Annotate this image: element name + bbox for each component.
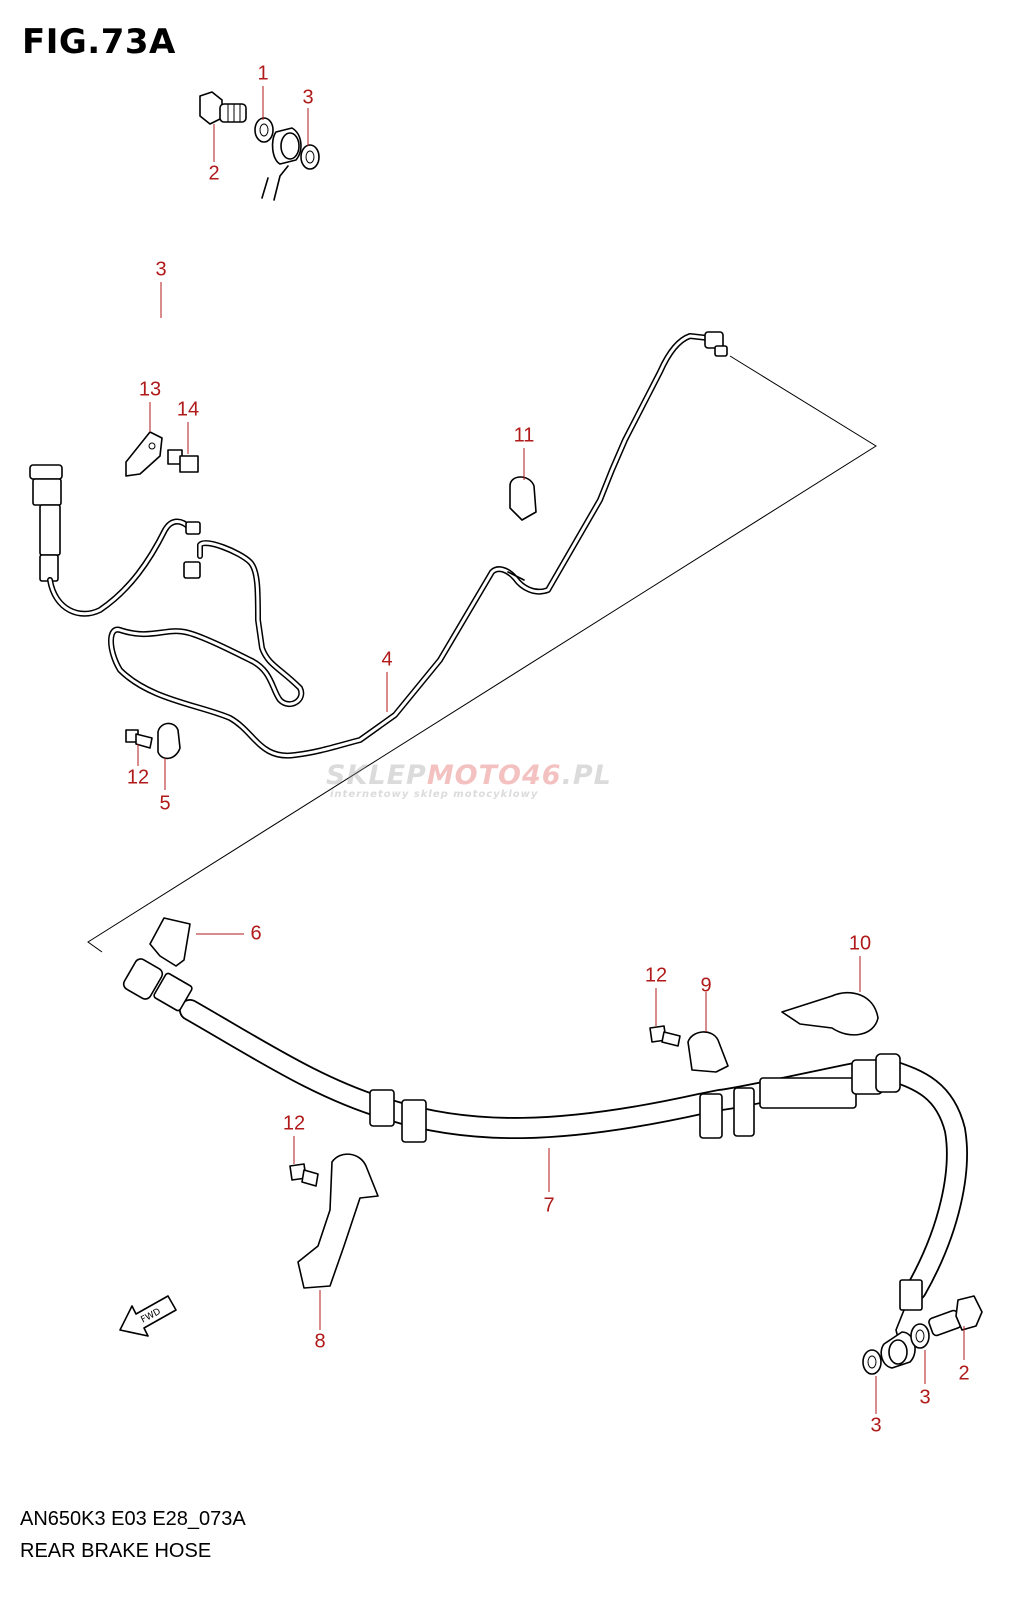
model-code: AN650K3 E03 E28_073A <box>20 1508 246 1530</box>
callout-label: 5 <box>159 792 171 815</box>
reference-line <box>87 355 877 953</box>
bolt-14 <box>167 449 199 473</box>
callout-label: 3 <box>302 86 314 109</box>
callout-label: 3 <box>919 1386 931 1409</box>
brake-pipe <box>47 331 728 759</box>
callout-label: 7 <box>543 1194 555 1217</box>
banjo-fitting-bottom <box>880 1331 916 1369</box>
callout-label: 10 <box>848 932 872 955</box>
callout-label: 14 <box>176 398 200 421</box>
banjo-bolt-top <box>199 91 247 125</box>
clamp-11 <box>509 476 537 521</box>
washer-top-1 <box>254 117 274 143</box>
bolt-12-middle <box>649 1025 681 1047</box>
washer-top-2 <box>300 144 320 170</box>
banjo-bolt-bottom <box>928 1295 983 1337</box>
callout-label: 4 <box>381 648 393 671</box>
callout-label: 2 <box>958 1362 970 1385</box>
watermark-part: SKLEP <box>326 760 427 791</box>
leader-lines <box>137 86 965 1414</box>
callout-label: 11 <box>513 424 535 447</box>
watermark-subtitle: internetowy sklep motocyklowy <box>330 789 539 800</box>
fwd-arrow-icon: FWD <box>119 1295 177 1337</box>
callout-label: 12 <box>644 964 668 987</box>
brake-hose-upper <box>29 165 289 582</box>
callout-label: 3 <box>155 258 167 281</box>
watermark-part: MOTO46 <box>426 760 562 791</box>
watermark: SKLEPMOTO46.PL internetowy sklep motocyk… <box>326 760 686 800</box>
callout-label: 1 <box>257 62 269 85</box>
washer-bottom-1 <box>862 1349 882 1375</box>
bracket-13 <box>125 431 163 477</box>
callout-label: 3 <box>870 1414 882 1437</box>
washer-bottom-2 <box>910 1323 930 1349</box>
bracket-8 <box>297 1153 379 1289</box>
callout-label: 8 <box>314 1330 326 1353</box>
callout-label: 12 <box>126 766 150 789</box>
callout-label: 13 <box>138 378 162 401</box>
clip-6 <box>149 917 191 967</box>
clamp-5 <box>157 722 181 760</box>
banjo-fitting-top <box>271 127 302 165</box>
figure-title: FIG.73A <box>22 22 176 62</box>
bolt-12-upper <box>125 729 153 749</box>
callout-label: 12 <box>282 1112 306 1135</box>
callout-label: 9 <box>700 974 712 997</box>
clamp-9 <box>687 1031 729 1073</box>
callout-label: 6 <box>250 922 262 945</box>
diagram-name: REAR BRAKE HOSE <box>20 1540 212 1562</box>
watermark-part: .PL <box>561 760 612 791</box>
callout-label: 2 <box>208 162 220 185</box>
bolt-12-lower <box>289 1163 319 1187</box>
brake-hose-lower <box>122 958 968 1347</box>
bracket-10 <box>781 991 879 1036</box>
